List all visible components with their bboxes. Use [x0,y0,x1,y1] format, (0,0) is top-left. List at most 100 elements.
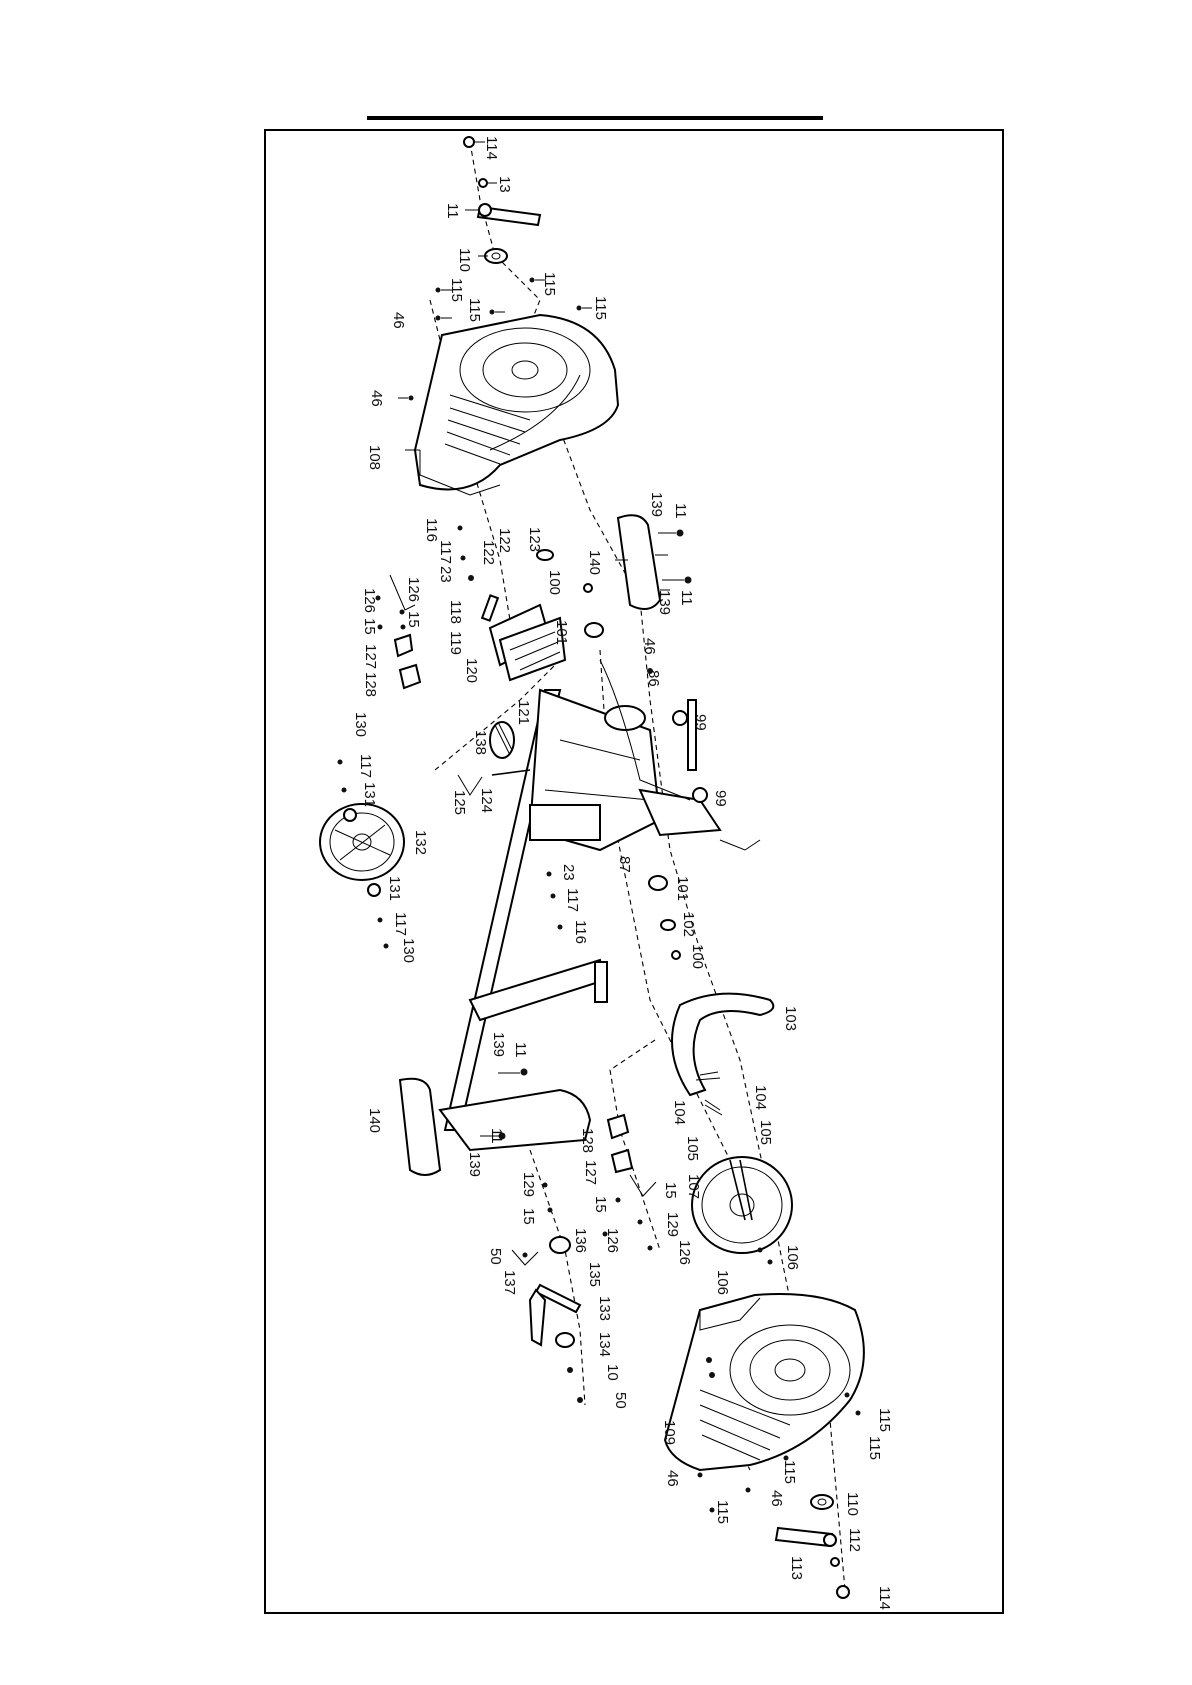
part-label-137: 137 [501,1270,518,1295]
part-label-110a: 110 [456,248,473,272]
main-frame [438,659,761,1152]
part-label-100b: 100 [689,944,706,969]
part-label-114a: 114 [483,136,500,160]
part-label-130b: 130 [400,938,417,963]
diagram-frame [264,129,1004,1614]
pedal-shaft-parts [647,668,708,803]
part-label-100a: 100 [546,570,563,595]
part-label-126c: 126 [604,1228,621,1253]
part-label-140a: 140 [586,550,603,575]
part-label-15e: 15 [662,1182,679,1199]
part-label-46c: 46 [641,638,658,655]
part-label-139c: 139 [490,1032,507,1057]
part-label-131a: 131 [361,782,378,807]
part-label-114b: 114 [876,1586,893,1610]
crank-bearings-lower [648,875,681,960]
part-label-116a: 116 [423,518,440,542]
part-label-122a: 122 [480,540,497,565]
part-label-11d: 11 [512,1042,529,1058]
part-label-11a: 11 [444,203,461,219]
part-label-103: 103 [782,1006,799,1031]
part-label-87: 87 [616,856,633,873]
part-label-123: 123 [526,527,543,552]
part-label-15a: 15 [405,611,422,628]
part-label-102: 102 [680,912,697,937]
part-label-130a: 130 [352,712,369,737]
part-label-127a: 127 [362,644,379,669]
part-label-139d: 139 [466,1152,483,1177]
part-label-120: 120 [463,658,480,683]
part-label-124: 124 [478,788,495,813]
part-label-86: 86 [645,670,662,687]
part-label-105a: 105 [757,1120,774,1145]
part-label-99a: 99 [692,714,709,731]
part-label-132: 132 [412,830,429,855]
part-label-134: 134 [596,1332,613,1357]
frame-bolts-lower [546,871,563,930]
part-label-139a: 139 [648,492,665,517]
part-label-10: 10 [604,1364,621,1381]
bottom-crank-assembly [774,1494,850,1599]
part-label-129a: 129 [520,1172,537,1197]
part-label-127b: 127 [582,1160,599,1185]
part-label-128a: 128 [362,672,379,697]
part-label-23b: 23 [560,864,577,881]
part-label-115f: 115 [866,1436,883,1460]
part-label-108: 108 [366,445,383,470]
part-label-23a: 23 [437,566,454,583]
part-label-125: 125 [451,790,468,815]
part-label-11e: 11 [488,1128,505,1144]
part-label-46a: 46 [390,312,407,329]
part-label-126b: 126 [361,588,378,613]
part-label-136: 136 [572,1228,589,1253]
part-label-50a: 50 [487,1248,504,1265]
part-label-15c: 15 [520,1208,537,1225]
part-label-106b: 106 [714,1270,731,1295]
flywheel-132 [319,759,405,949]
nut-icon [478,178,488,188]
part-label-46e: 46 [768,1490,785,1507]
part-label-139b: 139 [656,590,673,615]
part-label-15b: 15 [361,618,378,635]
magnet-tension-parts [457,525,604,682]
part-label-126d: 126 [676,1240,693,1265]
leader-lines [398,141,723,1116]
pulley-107 [691,1156,793,1265]
part-label-109: 109 [661,1420,678,1445]
part-label-117d: 117 [392,912,409,936]
cover-screws [408,277,582,401]
part-label-126a: 126 [405,577,422,602]
part-label-105b: 105 [684,1136,701,1161]
part-label-13a: 13 [496,176,513,193]
part-label-117b: 117 [357,754,374,778]
part-label-50b: 50 [612,1392,629,1409]
part-label-140b: 140 [366,1108,383,1133]
title-underline [367,116,823,120]
part-label-104b: 104 [671,1100,688,1125]
part-label-117a: 117 [437,540,454,564]
part-label-115d: 115 [592,296,609,320]
part-label-11b: 11 [672,503,689,519]
part-label-133: 133 [596,1296,613,1321]
part-label-128b: 128 [579,1128,596,1153]
part-label-113b: 113 [788,1556,805,1580]
part-label-104a: 104 [752,1085,769,1110]
part-label-121: 121 [515,700,532,725]
part-label-135: 135 [586,1262,603,1287]
part-label-117c: 117 [564,888,581,912]
drive-belt-103 [671,992,775,1097]
part-label-11c: 11 [678,590,695,606]
idler-bracket-lower [511,1113,657,1403]
idler-bracket-upper [375,574,422,690]
part-label-115c: 115 [541,272,558,296]
crank-arm-icon [476,205,542,227]
front-stabilizer-upper [616,514,692,610]
left-cover-108 [413,313,620,496]
part-label-122b: 122 [496,528,513,553]
part-label-131b: 131 [386,876,403,901]
part-label-101a: 101 [553,620,570,645]
part-label-106a: 106 [784,1245,801,1270]
part-label-99b: 99 [712,790,729,807]
right-cover-109 [663,1293,865,1513]
